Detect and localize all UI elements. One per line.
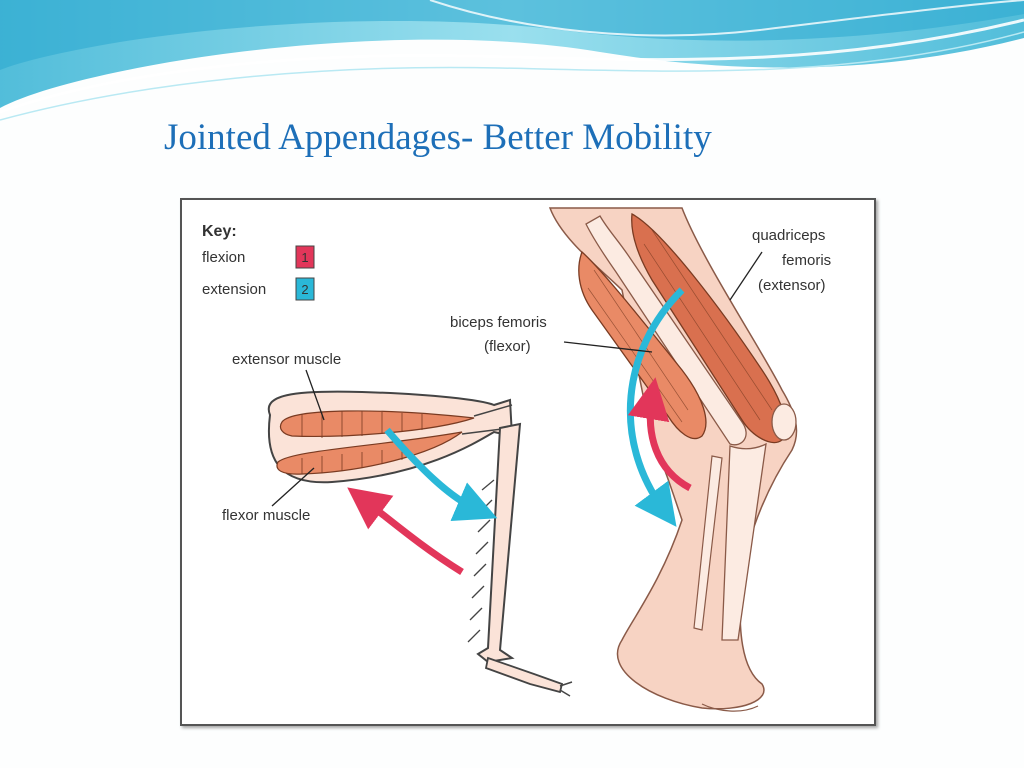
flexion-arrow-insect [364,500,462,572]
label-biceps-line2: (flexor) [484,338,531,355]
leg-tibia [478,424,520,662]
human-tibia [722,444,766,640]
leg-tarsus [486,658,562,692]
slide-title: Jointed Appendages- Better Mobility [164,116,712,159]
label-flexor-muscle: flexor muscle [222,507,310,524]
key-title: Key: [202,223,237,240]
muscle-diagram: Key: flexion 1 extension 2 [180,198,876,726]
key-extension-label: extension [202,281,266,298]
label-extensor-muscle: extensor muscle [232,351,341,368]
label-biceps-line1: biceps femoris [450,314,547,331]
key-extension-number: 2 [301,282,308,297]
diagram-canvas: Key: flexion 1 extension 2 [182,200,874,724]
human-kneecap [772,404,796,440]
label-quad-line1: quadriceps [752,227,825,244]
header-wave-decoration [0,0,1024,130]
label-quad-line2: femoris [782,252,831,269]
key-flexion-number: 1 [301,250,308,265]
key-flexion-label: flexion [202,249,245,266]
label-quad-line3: (extensor) [758,277,826,294]
key: Key: flexion 1 extension 2 [202,223,314,300]
